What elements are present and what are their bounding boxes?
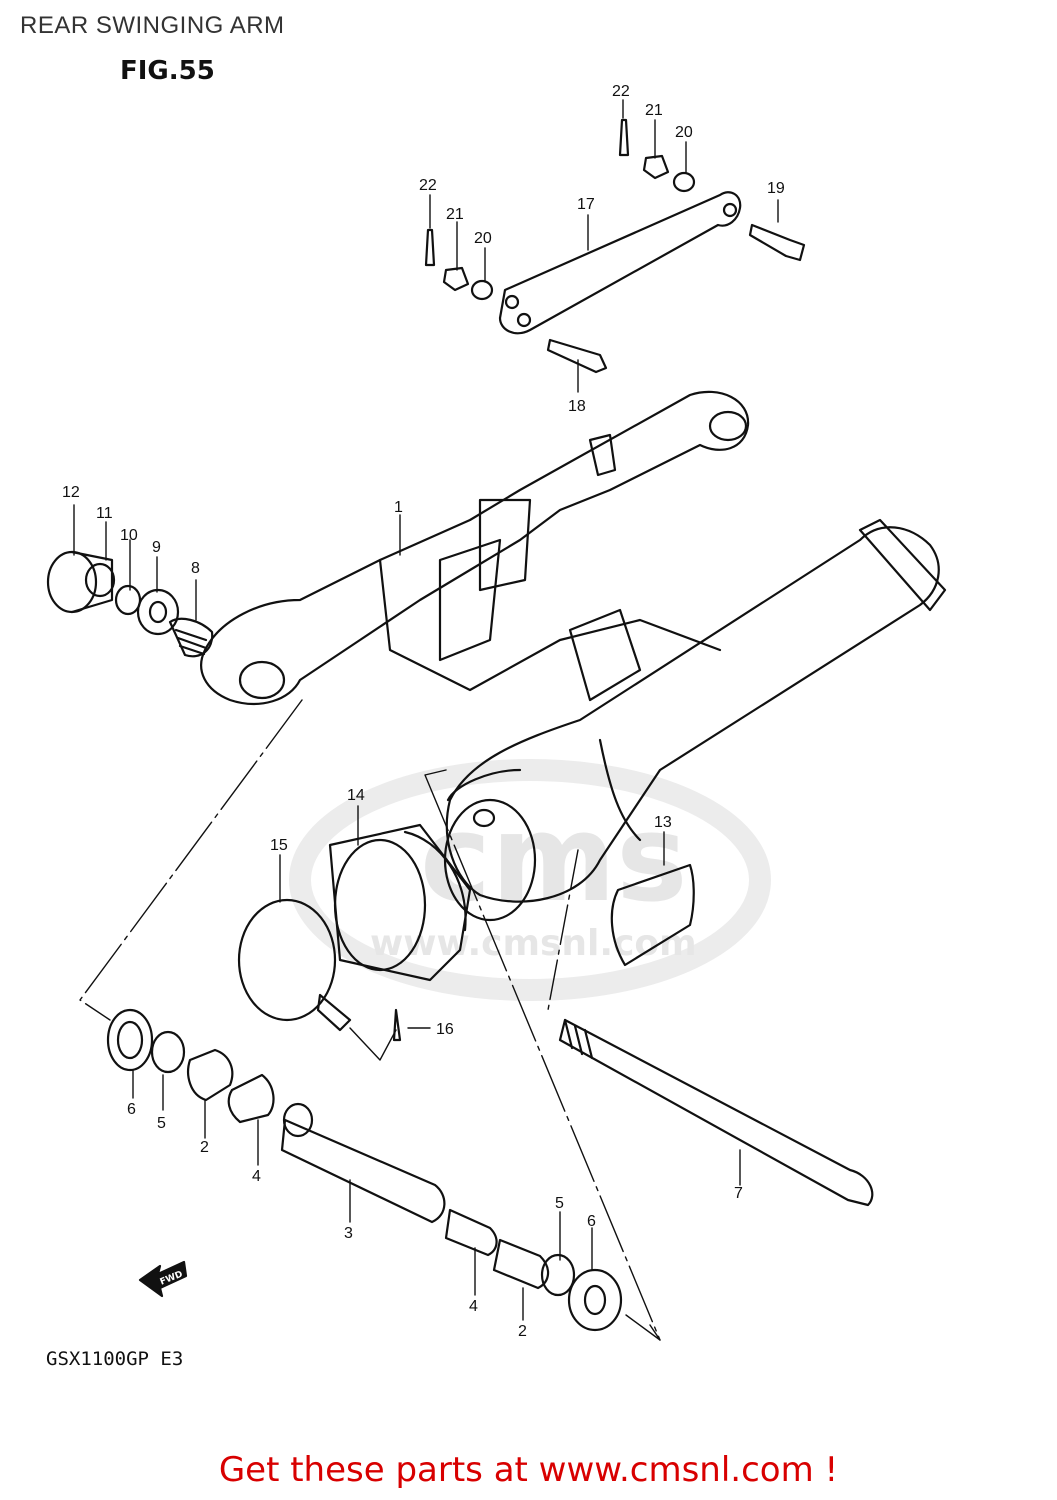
callout-7: 7 [734, 1185, 743, 1202]
callout-22: 22 [612, 83, 630, 100]
callout-21: 21 [446, 206, 464, 223]
callout-16: 16 [436, 1021, 454, 1038]
callout-2: 2 [518, 1323, 527, 1340]
callout-2: 2 [200, 1139, 209, 1156]
spacer-tube [280, 1102, 446, 1224]
callout-15: 15 [270, 837, 288, 854]
callout-6: 6 [587, 1213, 596, 1230]
callout-5: 5 [555, 1195, 564, 1212]
bearing-set-right [444, 1208, 623, 1332]
callout-21: 21 [645, 102, 663, 119]
callout-19: 19 [767, 180, 785, 197]
callout-17: 17 [577, 196, 595, 213]
callout-6: 6 [127, 1101, 136, 1118]
callout-3: 3 [344, 1225, 353, 1242]
parts-diagram: cms www.cmsnl.com [46, 83, 947, 1341]
leader-lines [73, 99, 779, 1341]
watermark-url: www.cmsnl.com [370, 923, 697, 964]
bearing-set-left [106, 1008, 275, 1124]
callout-4: 4 [252, 1168, 261, 1185]
model-code: GSX1100GP E3 [46, 1348, 184, 1370]
pivot-nut-assembly [46, 550, 214, 658]
callout-1: 1 [394, 499, 403, 516]
callout-11: 11 [96, 505, 113, 522]
swing-arm [200, 390, 947, 922]
cta-link[interactable]: Get these parts at www.cmsnl.com ! [218, 1450, 839, 1490]
watermark: cms www.cmsnl.com [289, 759, 771, 1001]
callout-9: 9 [152, 539, 161, 556]
callout-4: 4 [469, 1298, 478, 1315]
callout-18: 18 [568, 398, 586, 415]
page-title: REAR SWINGING ARM [20, 12, 285, 39]
callout-10: 10 [120, 527, 138, 544]
callout-5: 5 [157, 1115, 166, 1132]
callout-14: 14 [347, 787, 365, 804]
callout-20: 20 [474, 230, 492, 247]
fwd-arrow-icon [138, 1260, 188, 1298]
callout-20: 20 [675, 124, 693, 141]
chain-case-assembly [237, 823, 695, 1042]
callout-12: 12 [62, 484, 80, 501]
callout-13: 13 [654, 814, 672, 831]
callout-22: 22 [419, 177, 437, 194]
callout-8: 8 [191, 560, 200, 577]
pivot-shaft [558, 1018, 874, 1207]
torque-rod-assembly [424, 118, 806, 374]
figure-label: FIG.55 [120, 56, 215, 86]
